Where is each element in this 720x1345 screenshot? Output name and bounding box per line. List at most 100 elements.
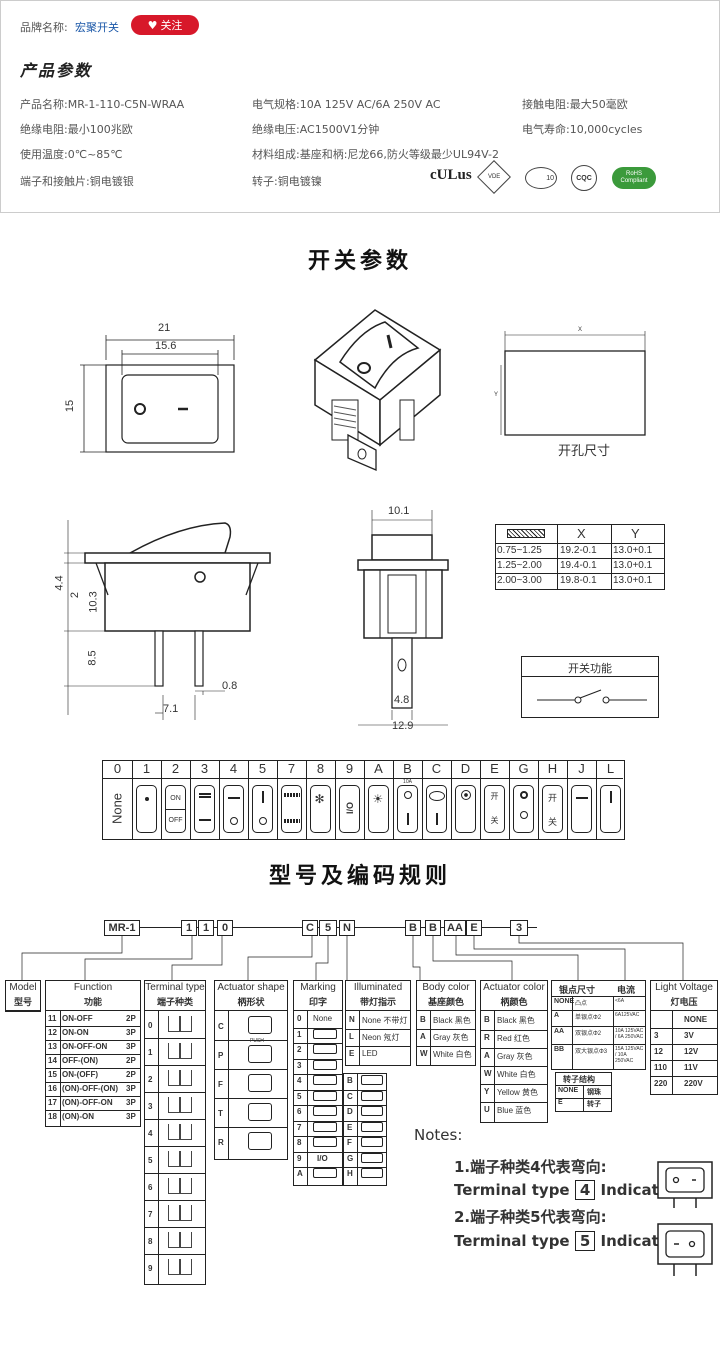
actuator-color-name: White 白色 <box>497 1070 536 1079</box>
marking-small-off-icon <box>283 819 300 823</box>
marking-code-7: 7 <box>287 761 296 776</box>
marking-mid-line <box>165 809 186 810</box>
voltage-code: 220 <box>654 1079 668 1088</box>
function-code: 15 <box>48 1070 57 1079</box>
function-poles: 3P <box>126 1098 136 1107</box>
table-rule <box>293 1043 343 1044</box>
table-rule <box>480 1066 548 1067</box>
marking-kai-text: 开 <box>547 794 557 804</box>
rotor-name: 钢珠 <box>587 1089 601 1096</box>
brand-name-link[interactable]: 宏聚开关 <box>75 21 119 34</box>
marking-actuator-D <box>455 785 476 833</box>
marking-guan-text: 关 <box>490 816 499 825</box>
marking-none-text: None <box>313 1014 333 1023</box>
terminal-code: 9 <box>148 1264 153 1273</box>
voltage-value: NONE <box>684 1015 708 1024</box>
marking-on-text: ON <box>170 795 181 802</box>
code-prefix: MR-1 <box>104 920 140 936</box>
marking-code: F <box>347 1138 352 1147</box>
marking-code: 1 <box>297 1029 302 1039</box>
table-rule <box>144 1065 206 1066</box>
table-rule <box>293 1105 343 1106</box>
terminal-diagram-icon <box>168 1124 192 1140</box>
table-rule <box>60 1011 61 1127</box>
table-rule <box>613 996 614 1070</box>
marking-strip-divider <box>567 761 568 839</box>
marking-sample-icon <box>361 1168 383 1178</box>
marking-code-8: 8 <box>316 761 325 776</box>
marking-off-text: OFF <box>168 817 183 824</box>
contact-table <box>551 980 646 1070</box>
marking-strip-divider <box>335 761 336 839</box>
marking-code-A: A <box>374 761 383 776</box>
table-rule <box>430 1011 431 1066</box>
code-rotor: E <box>466 920 482 936</box>
table-rule <box>293 1120 343 1122</box>
table-rule <box>45 1026 141 1027</box>
code-shape: C <box>302 920 318 936</box>
dim-side-8-5: 8.5 <box>86 650 99 666</box>
dim-side-10-3: 10.3 <box>87 591 100 613</box>
actuator-color-title-cn: 柄颜色 <box>500 998 528 1008</box>
note-1-terminal-icon <box>657 1161 713 1208</box>
table-rule <box>359 1011 360 1066</box>
actuator-color-code: Y <box>484 1087 490 1096</box>
terminal-header-rule <box>144 1010 206 1011</box>
marking-code: E <box>347 1122 353 1132</box>
note-1-en: Terminal type 4 Indicate: <box>454 1180 676 1200</box>
table-rule <box>650 1028 718 1029</box>
function-name: ON-OFF <box>62 1014 93 1023</box>
marking-title-en: Marking <box>300 982 336 993</box>
function-code: 11 <box>48 1014 57 1023</box>
function-poles: 2P <box>126 1056 136 1065</box>
marking-actuator-G <box>513 785 534 833</box>
table-rule <box>343 1120 387 1122</box>
marking-target-icon <box>519 791 528 799</box>
cert-logos: cULus VDE 10 CQC RoHS Compliant <box>430 160 660 194</box>
function-name: ON-ON <box>62 1028 89 1037</box>
actuator-shape-icon <box>248 1045 272 1063</box>
body-color-title-cn: 基座颜色 <box>427 998 464 1008</box>
actuator-shape-code: P <box>218 1051 224 1060</box>
marking-dot-icon <box>144 797 149 801</box>
follow-button[interactable]: ♥ 关注 <box>131 15 199 35</box>
marking-code: B <box>347 1076 353 1085</box>
marking-code-J: J <box>578 761 585 776</box>
marking-header-rule <box>293 1010 343 1011</box>
terminal-diagram-icon <box>168 1259 192 1275</box>
marking-code: H <box>347 1169 353 1178</box>
contact-code: AA <box>554 1028 565 1035</box>
marking-bulb-icon <box>519 811 528 819</box>
param-material: 材料组成:基座和柄:尼龙66,防火等级最少UL94V-2 <box>252 148 499 161</box>
marking-sample-icon <box>361 1121 383 1132</box>
table-rule <box>144 1227 206 1228</box>
marking-sample-icon <box>313 1137 337 1147</box>
actuator-color-code: U <box>484 1105 490 1114</box>
dim-side-2: 2 <box>69 591 82 599</box>
table-rule <box>144 1173 206 1174</box>
function-name: (ON)-ON <box>62 1112 94 1121</box>
marking-code: 3 <box>297 1060 302 1070</box>
table-rule <box>416 1029 476 1030</box>
switch-section-title: 开关参数 <box>307 249 412 274</box>
marking-code: G <box>347 1153 354 1163</box>
marking-code-E: E <box>490 761 499 776</box>
voltage-code: 12 <box>654 1047 663 1056</box>
cutout-x-label: X <box>578 327 583 333</box>
cqc-logo-icon: CQC <box>571 165 597 191</box>
marking-sample-icon <box>313 1044 337 1054</box>
function-title-en: Function <box>73 982 113 993</box>
function-code: 12 <box>48 1028 57 1037</box>
contact-size: 单银点Φ2 <box>575 1015 602 1021</box>
terminal-code: 4 <box>148 1129 153 1138</box>
terminal-diagram-icon <box>168 1070 192 1086</box>
marking-strip-divider <box>596 761 597 839</box>
marking-code: A <box>297 1169 303 1178</box>
params-title: 产品参数 <box>20 61 93 80</box>
table-rule <box>45 1040 141 1041</box>
function-code: 16 <box>48 1084 57 1093</box>
table-rule <box>357 1073 358 1186</box>
panel-thickness-icon <box>507 529 545 538</box>
marking-line-icon <box>435 813 438 825</box>
